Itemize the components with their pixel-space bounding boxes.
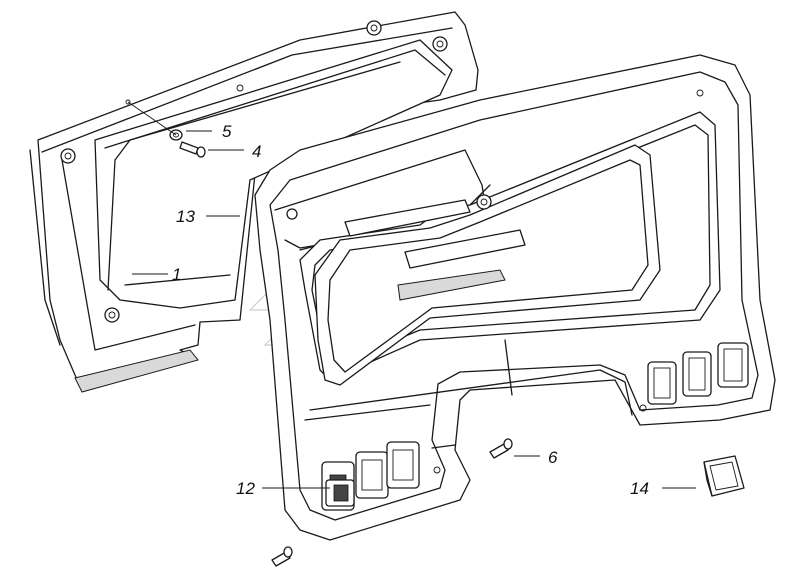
switch-part-12 xyxy=(325,479,355,507)
callout-6: 6 xyxy=(548,448,558,467)
callout-12: 12 xyxy=(236,479,255,498)
callout-14: 14 xyxy=(630,479,649,498)
nut-icon xyxy=(104,307,120,323)
loose-screw xyxy=(271,546,293,567)
front-bezel-part-13 xyxy=(254,54,776,541)
callout-1: 1 xyxy=(172,265,181,284)
plug-part-14 xyxy=(703,455,745,497)
callout-4: 4 xyxy=(252,142,261,161)
leader-lines xyxy=(132,130,696,489)
right-switch-bank xyxy=(647,342,749,405)
callout-5: 5 xyxy=(222,122,232,141)
nut-icon xyxy=(366,20,382,36)
nut-icon xyxy=(476,194,492,210)
nut-icon xyxy=(432,36,448,52)
screw-part-6 xyxy=(489,438,513,459)
callout-13: 13 xyxy=(176,207,195,226)
nut-icon xyxy=(60,148,76,164)
rear-housing-part-1 xyxy=(29,11,479,393)
screw-part-4 xyxy=(179,141,206,158)
